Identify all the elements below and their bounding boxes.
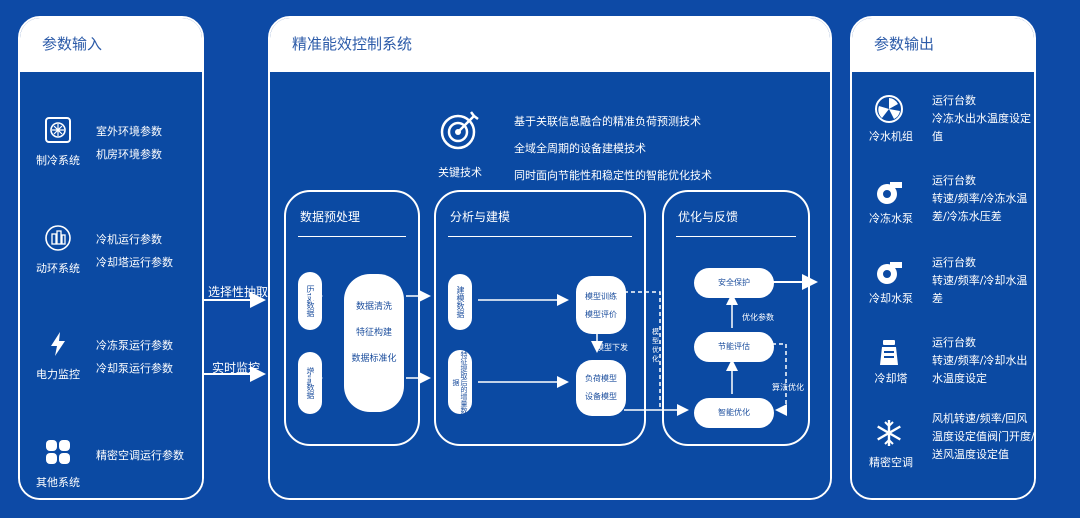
train-eval-box: 模型训练 模型评价 bbox=[576, 276, 626, 334]
key-tech-line: 同时面向节能性和稳定性的智能优化技术 bbox=[514, 169, 712, 182]
feature-increment-data: 特征提取后的增量数据 bbox=[448, 350, 472, 414]
output-line: 运行台数 bbox=[932, 336, 976, 349]
input-line: 冷却泵运行参数 bbox=[96, 362, 173, 375]
load-device-box: 负荷模型 设备模型 bbox=[576, 360, 626, 416]
opt-params-label: 优化参数 bbox=[742, 313, 774, 322]
output-lines: 风机转速/频率/回风温度设定值阀门开度/送风温度设定值 bbox=[932, 410, 1036, 464]
input-item-power-monitor: 电力监控 冷冻泵运行参数 冷却泵运行参数 bbox=[20, 330, 202, 390]
input-panel-body: 制冷系统 室外环境参数 机房环境参数 动环系统 冷机运行参数 冷却塔运行参数 bbox=[20, 72, 202, 498]
output-name: 冷冻水泵 bbox=[869, 212, 913, 225]
output-lines: 运行台数 转速/频率/冷却水出水温度设定 bbox=[932, 334, 1036, 388]
edge-label-realtime: 实时监控 bbox=[212, 361, 261, 375]
step-normalize: 数据标准化 bbox=[351, 354, 397, 364]
output-line: 冷冻水出水温度设定值 bbox=[932, 112, 1031, 143]
input-item-name: 动环系统 bbox=[36, 262, 80, 275]
output-name: 冷却水泵 bbox=[869, 292, 913, 305]
input-line: 冷冻泵运行参数 bbox=[96, 339, 173, 352]
model-opt-label: 模型优化 bbox=[652, 328, 659, 363]
dashed-algo-opt bbox=[772, 343, 787, 416]
device-model: 设备模型 bbox=[585, 392, 617, 401]
input-item-lines: 冷机运行参数 冷却塔运行参数 bbox=[96, 228, 173, 274]
output-panel-title: 参数输出 bbox=[852, 18, 1034, 72]
output-lines: 运行台数 冷冻水出水温度设定值 bbox=[932, 92, 1036, 146]
output-name: 冷水机组 bbox=[869, 130, 913, 143]
input-item-lines: 室外环境参数 机房环境参数 bbox=[96, 120, 162, 166]
output-line: 运行台数 bbox=[932, 94, 976, 107]
input-item-name: 制冷系统 bbox=[36, 154, 80, 167]
cooling-tower-icon bbox=[880, 340, 898, 365]
output-line: 风机转速/频率/回风温度设定值阀门开度/送风温度设定值 bbox=[932, 412, 1035, 461]
load-model: 负荷模型 bbox=[585, 374, 617, 383]
target-icon bbox=[440, 111, 479, 150]
input-item-lines: 精密空调运行参数 bbox=[96, 444, 184, 467]
input-item-refrigeration: 制冷系统 室外环境参数 机房环境参数 bbox=[20, 116, 202, 176]
input-item-other: 其他系统 精密空调运行参数 bbox=[20, 438, 202, 498]
output-name: 冷却塔 bbox=[874, 372, 908, 385]
input-line: 冷却塔运行参数 bbox=[96, 256, 173, 269]
smart-opt: 智能优化 bbox=[694, 398, 774, 428]
stage-divider bbox=[448, 236, 632, 237]
pump-icon bbox=[877, 182, 902, 204]
step-feature: 特征构建 bbox=[355, 328, 392, 338]
core-panel: 精准能效控制系统 关键技术 基于关联信息融合的精准负荷预测技术 全域全周期的设备… bbox=[268, 16, 832, 500]
model-eval: 模型评价 bbox=[585, 310, 617, 319]
input-item-power-env: 动环系统 冷机运行参数 冷却塔运行参数 bbox=[20, 224, 202, 284]
key-tech-line: 全域全周期的设备建模技术 bbox=[514, 142, 646, 155]
output-lines: 运行台数 转速/频率/冷却水温差 bbox=[932, 254, 1036, 308]
algo-opt-label: 算法优化 bbox=[772, 383, 804, 392]
chiller-icon bbox=[875, 95, 903, 123]
output-line: 转速/频率/冷却水温差 bbox=[932, 274, 1028, 305]
stage-title: 分析与建模 bbox=[450, 210, 511, 224]
modeling-data: 建模数据 bbox=[448, 274, 472, 330]
output-panel: 参数输出 冷水机组 运行台数 冷冻水出水温度设定值 冷冻水泵 运行台数 转速/频… bbox=[850, 16, 1036, 500]
input-item-name: 电力监控 bbox=[36, 368, 80, 381]
input-panel: 参数输入 制冷系统 室外环境参数 机房环境参数 动环系统 冷机运 bbox=[18, 16, 204, 500]
output-panel-body bbox=[852, 72, 1034, 498]
stage-analysis: 分析与建模 建模数据 特征提取后的增量数据 模型训练 模型评价 模型下发 负荷模… bbox=[434, 190, 646, 446]
output-name: 精密空调 bbox=[869, 456, 913, 469]
model-deploy-label: 模型下发 bbox=[596, 343, 628, 352]
ac-unit-icon bbox=[45, 117, 71, 143]
output-line: 运行台数 bbox=[932, 256, 976, 269]
key-tech-label: 关键技术 bbox=[438, 166, 482, 179]
stage-divider bbox=[676, 236, 796, 237]
grid-icon bbox=[46, 440, 70, 464]
preprocess-steps: 数据清洗 特征构建 数据标准化 bbox=[344, 274, 404, 412]
output-line: 转速/频率/冷却水出水温度设定 bbox=[932, 354, 1028, 385]
output-line: 运行台数 bbox=[932, 174, 976, 187]
model-train: 模型训练 bbox=[585, 292, 617, 301]
dashed-model-opt bbox=[624, 291, 661, 408]
input-item-name: 其他系统 bbox=[36, 476, 80, 489]
input-line: 室外环境参数 bbox=[96, 125, 162, 138]
lightning-icon bbox=[51, 332, 65, 356]
energy-eval: 节能评估 bbox=[694, 332, 774, 362]
stage-title: 数据预处理 bbox=[300, 210, 361, 224]
input-item-lines: 冷冻泵运行参数 冷却泵运行参数 bbox=[96, 334, 173, 380]
core-panel-title: 精准能效控制系统 bbox=[270, 18, 830, 72]
step-clean: 数据清洗 bbox=[355, 302, 392, 312]
key-tech-line: 基于关联信息融合的精准负荷预测技术 bbox=[514, 115, 701, 128]
output-line: 转速/频率/冷冻水温差/冷冻水压差 bbox=[932, 192, 1028, 223]
input-line: 机房环境参数 bbox=[96, 148, 162, 161]
building-icon bbox=[45, 225, 71, 251]
stage-title: 优化与反馈 bbox=[678, 210, 739, 224]
key-tech-lines: 基于关联信息融合的精准负荷预测技术 全域全周期的设备建模技术 同时面向节能性和稳… bbox=[514, 108, 712, 189]
output-lines: 运行台数 转速/频率/冷冻水温差/冷冻水压差 bbox=[932, 172, 1036, 226]
pump-icon bbox=[877, 262, 902, 284]
snowflake-icon bbox=[877, 420, 901, 446]
input-line: 精密空调运行参数 bbox=[96, 449, 184, 462]
input-line: 冷机运行参数 bbox=[96, 233, 162, 246]
input-panel-title: 参数输入 bbox=[20, 18, 202, 72]
stage-divider bbox=[298, 236, 406, 237]
